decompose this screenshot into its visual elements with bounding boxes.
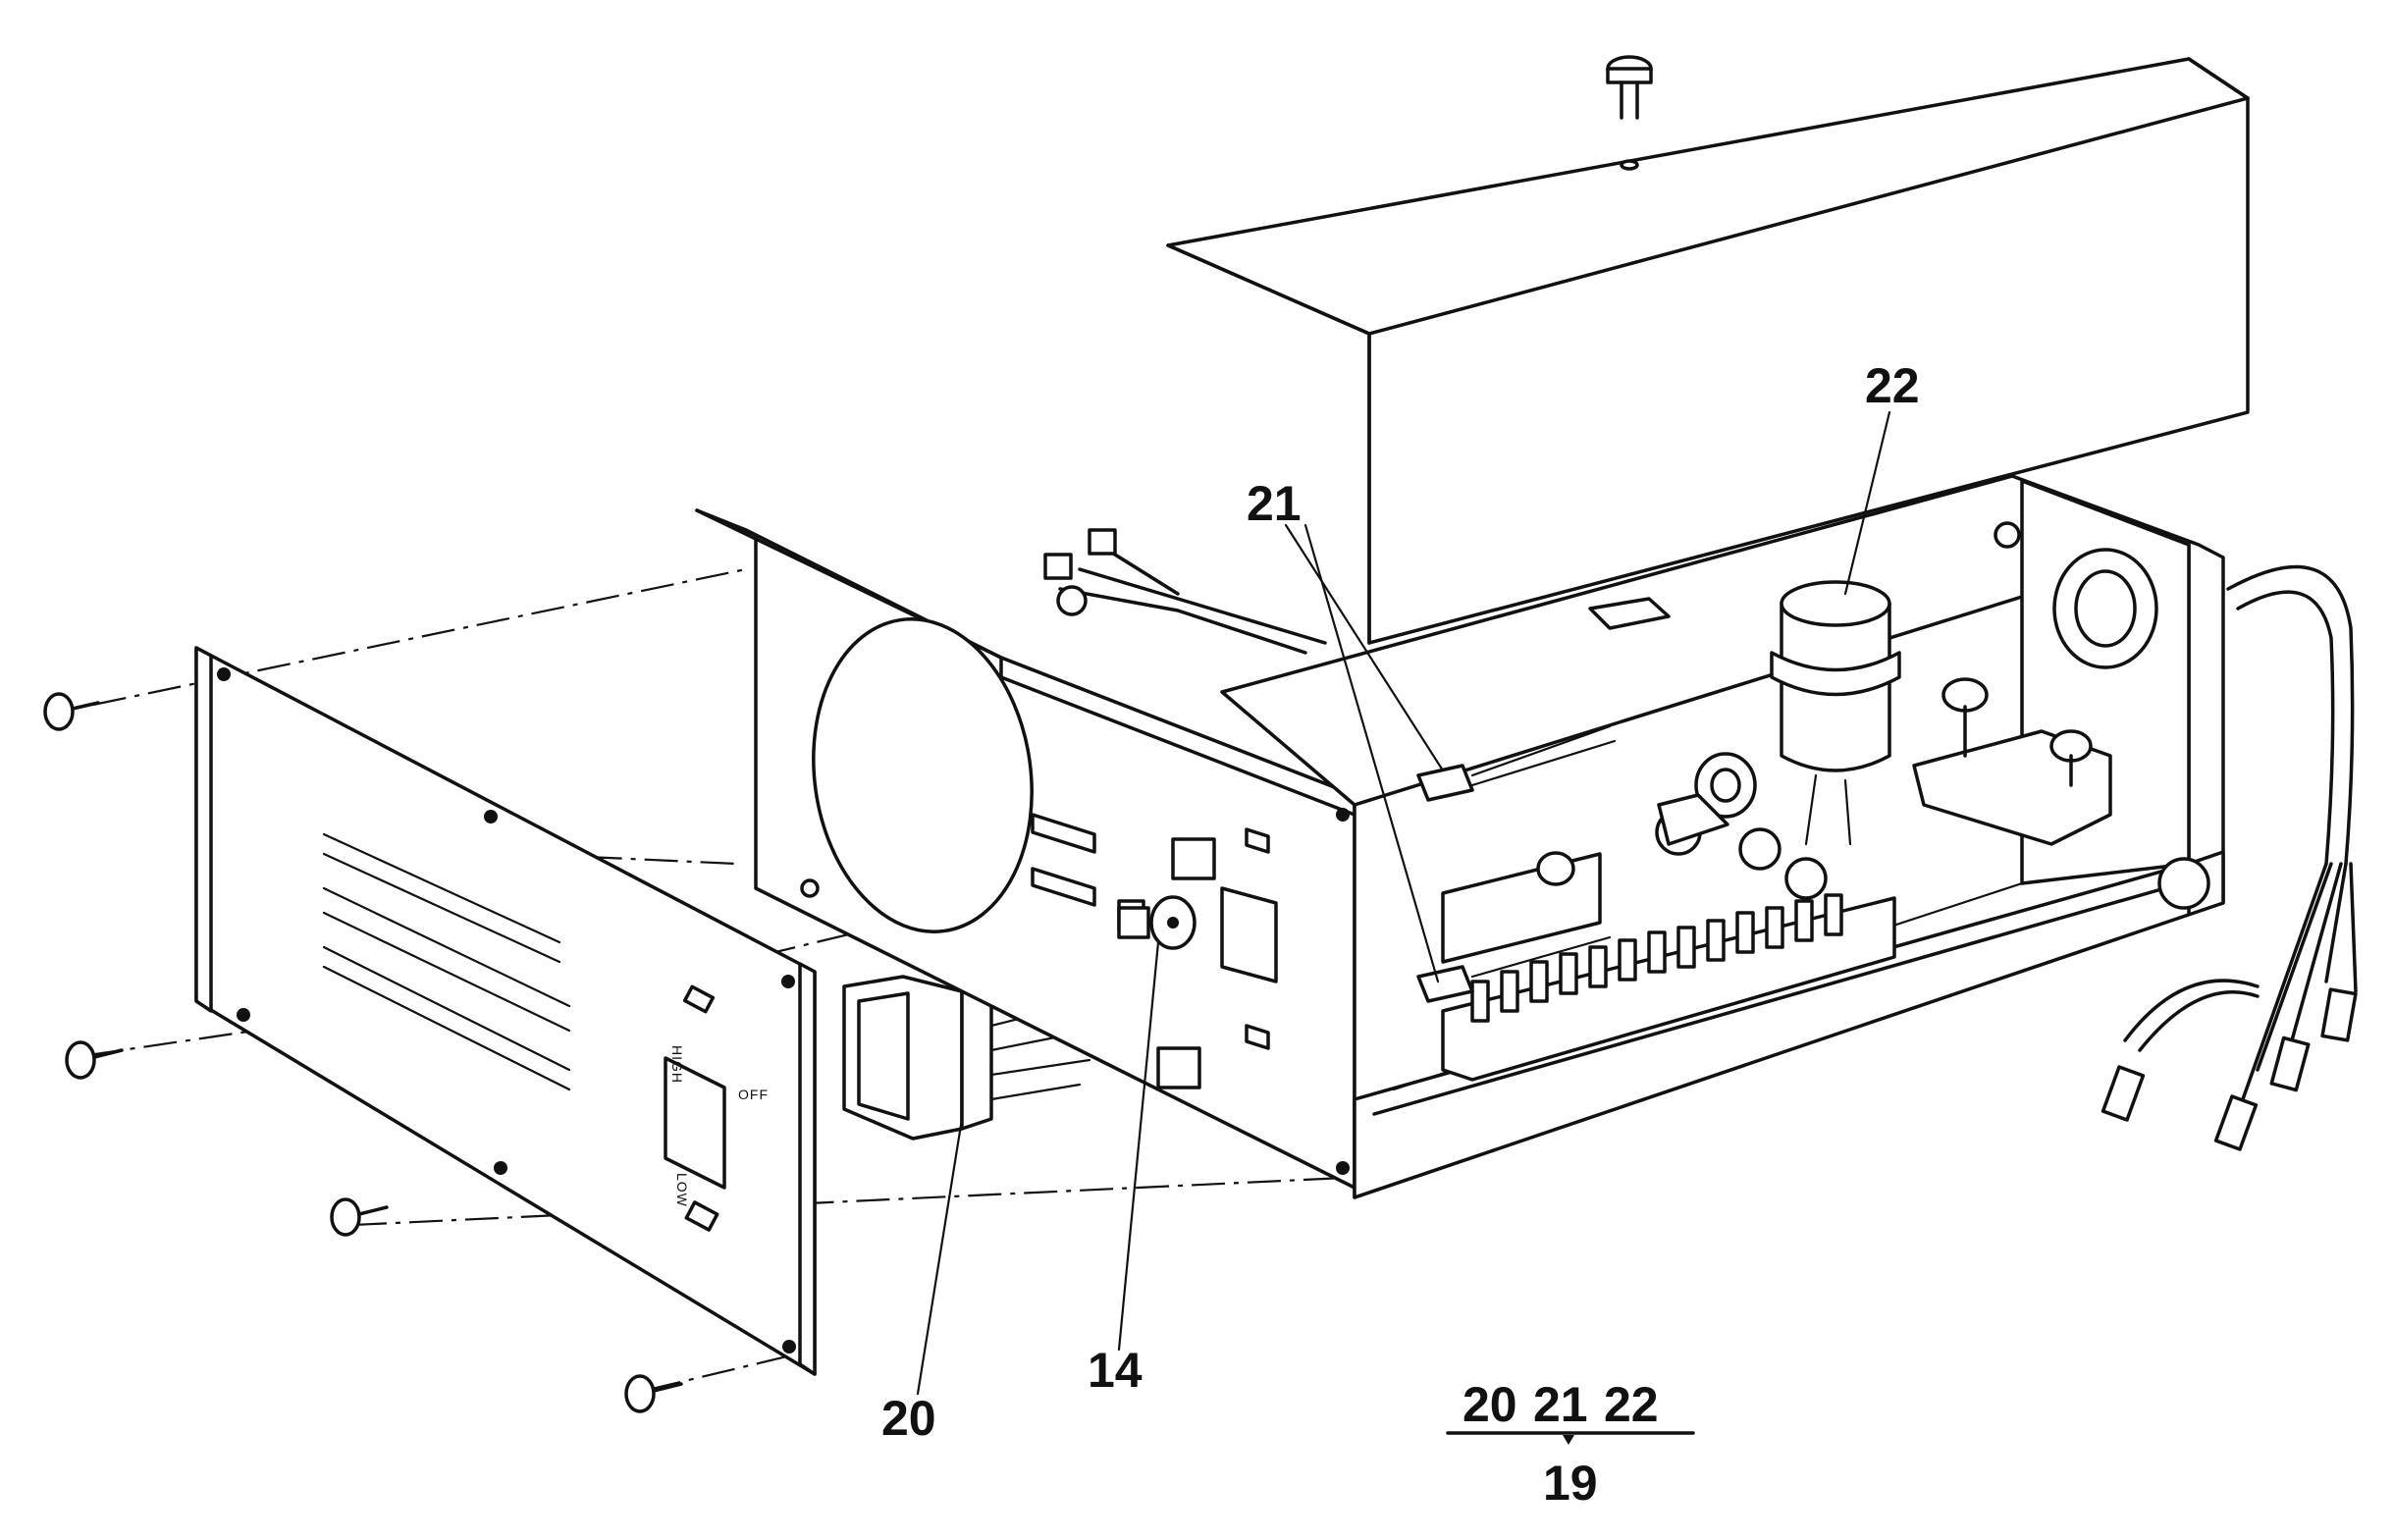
cover-screw-icon <box>1606 55 1653 120</box>
rocker-switch <box>842 940 1111 1141</box>
fuse-holders <box>1416 724 1617 1003</box>
wire-harness-top <box>1043 528 1327 655</box>
assembly-key-item: 20 <box>1462 1377 1517 1432</box>
relay-assembly <box>1912 677 2112 846</box>
screw-icon <box>624 1374 683 1413</box>
panel-label-high: HIGH <box>669 1045 685 1084</box>
panel-label-strips <box>322 832 571 1091</box>
wire-harness-right <box>2101 564 2358 1151</box>
screw-icon <box>65 1040 124 1080</box>
potentiometer <box>1536 752 1828 900</box>
assembly-key-item: 21 <box>1533 1377 1588 1432</box>
fan-opening <box>812 617 1034 933</box>
callout-22: 22 <box>1865 358 1920 413</box>
panel-label-off: OFF <box>738 1087 769 1102</box>
capacitor-component <box>1770 580 1901 846</box>
assembly-key-item: 22 <box>1604 1377 1659 1432</box>
assembly-key: 20 21 22 19 <box>1446 1377 1695 1511</box>
assembly-key-parent: 19 <box>1543 1456 1598 1511</box>
chassis-front-bracket <box>695 508 1356 1190</box>
callout-20: 20 <box>881 1391 936 1446</box>
screw-icon <box>330 1197 389 1237</box>
top-cover <box>1166 57 2250 645</box>
terminal-tabs <box>1470 893 1843 1023</box>
leader-lines <box>916 410 1891 1396</box>
screw-icon <box>43 692 100 731</box>
buzzer-component <box>1117 895 1196 950</box>
panel-label-low: LOW <box>674 1173 690 1207</box>
callout-14: 14 <box>1088 1343 1143 1398</box>
callout-21: 21 <box>1247 476 1302 531</box>
front-panel: HIGH OFF LOW <box>194 646 817 1376</box>
